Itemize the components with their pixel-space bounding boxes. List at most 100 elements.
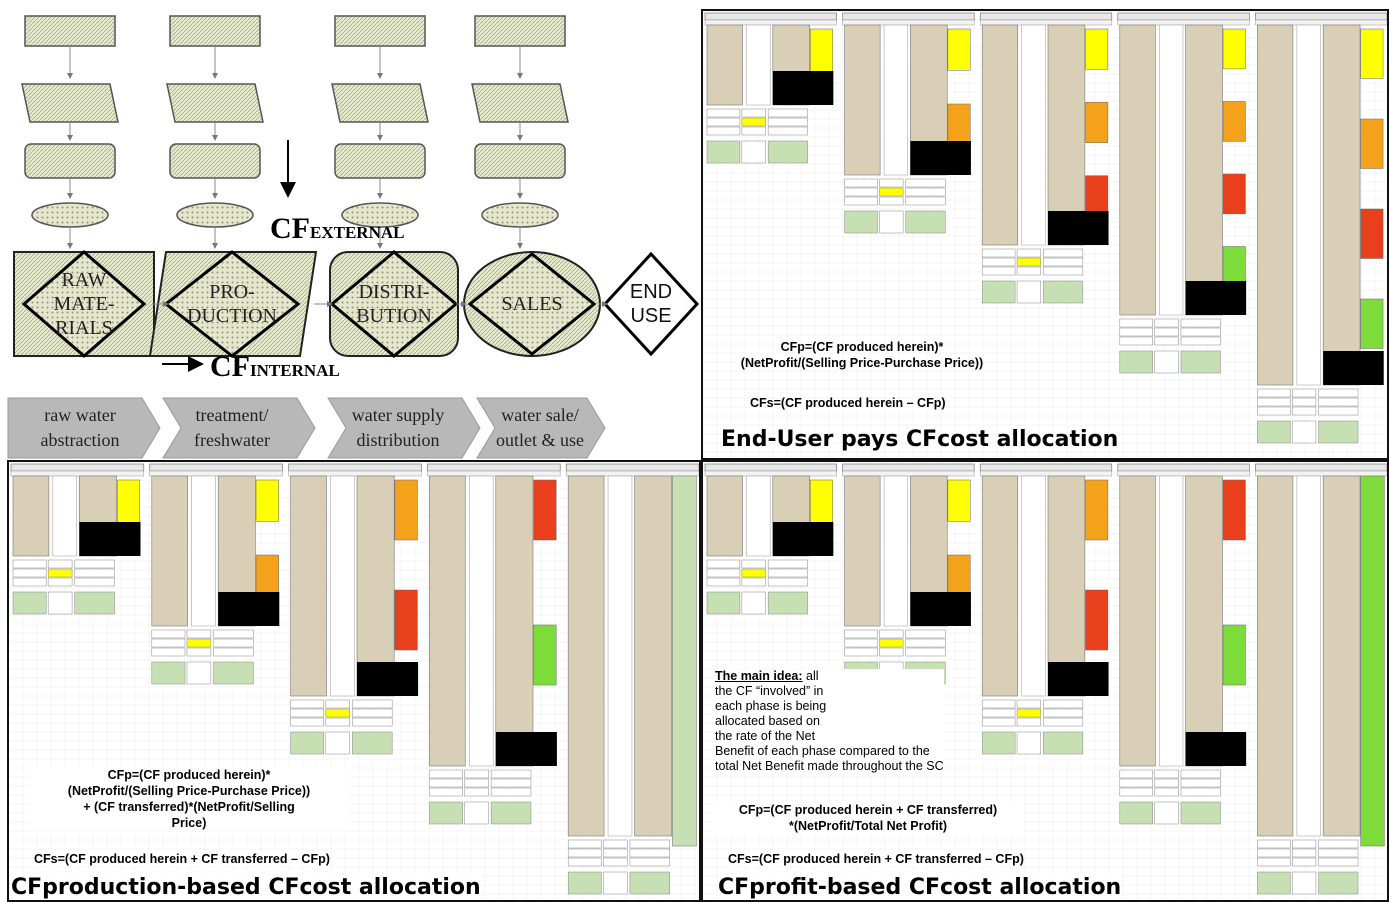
sheet-summary-cell [981, 266, 1016, 276]
sheet-summary-cell [879, 647, 904, 657]
sheet-net-profit-black [910, 592, 971, 626]
sheet-summary-cell [151, 638, 186, 648]
sheet-subheader [10, 470, 145, 477]
sheet-summary-cell [741, 108, 766, 118]
sheet-header [149, 463, 283, 472]
sheet-value-column [1159, 475, 1184, 767]
sheet-cf-cell [116, 479, 141, 525]
sheet-cf-cell [1360, 298, 1384, 349]
sheet-summary-cell [767, 108, 808, 118]
sheet-summary-cell [429, 787, 463, 797]
sheet-summary-cell [844, 187, 878, 197]
main-idea-label: The main idea: [715, 669, 803, 683]
sheet-sales-column [1119, 24, 1156, 316]
phase-label: SALES [501, 293, 563, 315]
sheet-subheader [979, 19, 1113, 26]
sheet-summary-cell [1318, 397, 1359, 407]
sheet-cf-cell [1085, 175, 1109, 217]
sheet-net-profit-black [1185, 281, 1247, 315]
stage-label: water sale/outlet & use [496, 405, 584, 450]
sheet-green-cell [767, 591, 808, 615]
sheet-green-cell [706, 140, 741, 164]
sheet-cf-cell [533, 624, 557, 686]
sheet-subheader [704, 19, 837, 26]
sheet-summary-cell [151, 629, 186, 639]
sheet-header [427, 463, 561, 472]
sheet-summary-cell [1016, 717, 1041, 727]
sheet-header [288, 463, 422, 472]
sheet-summary-cell [1154, 778, 1179, 788]
sheet-cost-column [1047, 24, 1086, 246]
sheet-cost-column [356, 475, 395, 697]
sheet-cost-column [634, 475, 673, 837]
sheet-summary-cell [1119, 787, 1153, 797]
sheet-sales-column [981, 475, 1019, 697]
sheet-cost-column [495, 475, 534, 767]
sheet-cf-column [672, 475, 697, 847]
sheet-subheader [1117, 470, 1250, 477]
flow-process-box [24, 15, 116, 47]
sheet-value-column [1021, 24, 1046, 246]
sheet-summary-cell [290, 708, 325, 718]
sheet-cf-cell [255, 479, 279, 522]
sheet-summary-cell [1154, 769, 1179, 779]
sheet-green-cell [567, 871, 602, 895]
sheet-green-cell [1257, 871, 1291, 895]
sheet-summary-cell [879, 629, 904, 639]
flow-data-shape [331, 83, 429, 123]
sheet-summary-cell [1318, 406, 1359, 416]
sheet-cf-cell [1222, 479, 1246, 541]
sheet-summary-cell [706, 559, 741, 569]
sheet-summary-cell [151, 647, 186, 657]
sheet-net-profit-black [357, 662, 419, 696]
sheet-green-cell [352, 731, 393, 755]
sheet-net-profit-black [218, 592, 280, 626]
sheet-header [979, 12, 1113, 21]
sheet-summary-cell [706, 117, 741, 127]
sheet-sales-column [706, 24, 743, 106]
sheet-summary-cell [1119, 336, 1153, 346]
sheet-summary-cell [603, 848, 628, 858]
sheet-sales-column [290, 475, 327, 697]
sheet-summary-cell [213, 629, 254, 639]
stage-chevron [162, 397, 316, 459]
sheet-summary-cell [1180, 318, 1221, 328]
sheet-summary-cell [1180, 778, 1221, 788]
sheet-summary-cell [325, 731, 350, 755]
stage-chevron [476, 397, 606, 459]
sheet-cf-cell [1222, 173, 1246, 215]
sheet-header [1117, 463, 1250, 472]
formula-cfp: CFp=(CF produced herein + CF transferred… [713, 802, 1023, 834]
sheet-cf-cell [1360, 118, 1384, 169]
sheet-net-profit-black [79, 522, 141, 556]
sheet-summary-cell [352, 708, 393, 718]
sheet-summary-cell [603, 857, 628, 867]
sheet-summary-cell [844, 178, 878, 188]
sheet-summary-cell [186, 638, 212, 648]
sheet-value-column [883, 475, 909, 627]
sheet-summary-cell [12, 577, 47, 587]
sheet-summary-cell [741, 568, 766, 578]
sheet-summary-cell [1016, 731, 1041, 755]
sheet-summary-cell [490, 769, 532, 779]
sheet-sales-column [12, 475, 50, 557]
diamond-sales [467, 252, 597, 356]
sheet-summary-cell [213, 638, 254, 648]
sheet-green-cell [1043, 280, 1084, 304]
sheet-cf-cell [810, 28, 833, 74]
sheet-summary-cell [1154, 336, 1179, 346]
sheet-summary-cell [1257, 848, 1291, 858]
sheet-header [1255, 12, 1387, 21]
sheet-summary-cell [879, 196, 904, 206]
sheet-cf-cell [1360, 208, 1384, 259]
sheet-summary-cell [1043, 257, 1084, 267]
sheet-sales-column [1119, 475, 1156, 767]
sheet-net-profit-black [1048, 211, 1109, 245]
supply-chain-flow-diagram [7, 15, 700, 459]
sheet-subheader [288, 470, 422, 477]
sheet-value-column [607, 475, 633, 837]
sheet-summary-cell [1257, 857, 1291, 867]
sheet-cf-cell [1222, 28, 1246, 70]
sheet-summary-cell [1180, 327, 1221, 337]
sheet-summary-cell [1291, 406, 1317, 416]
